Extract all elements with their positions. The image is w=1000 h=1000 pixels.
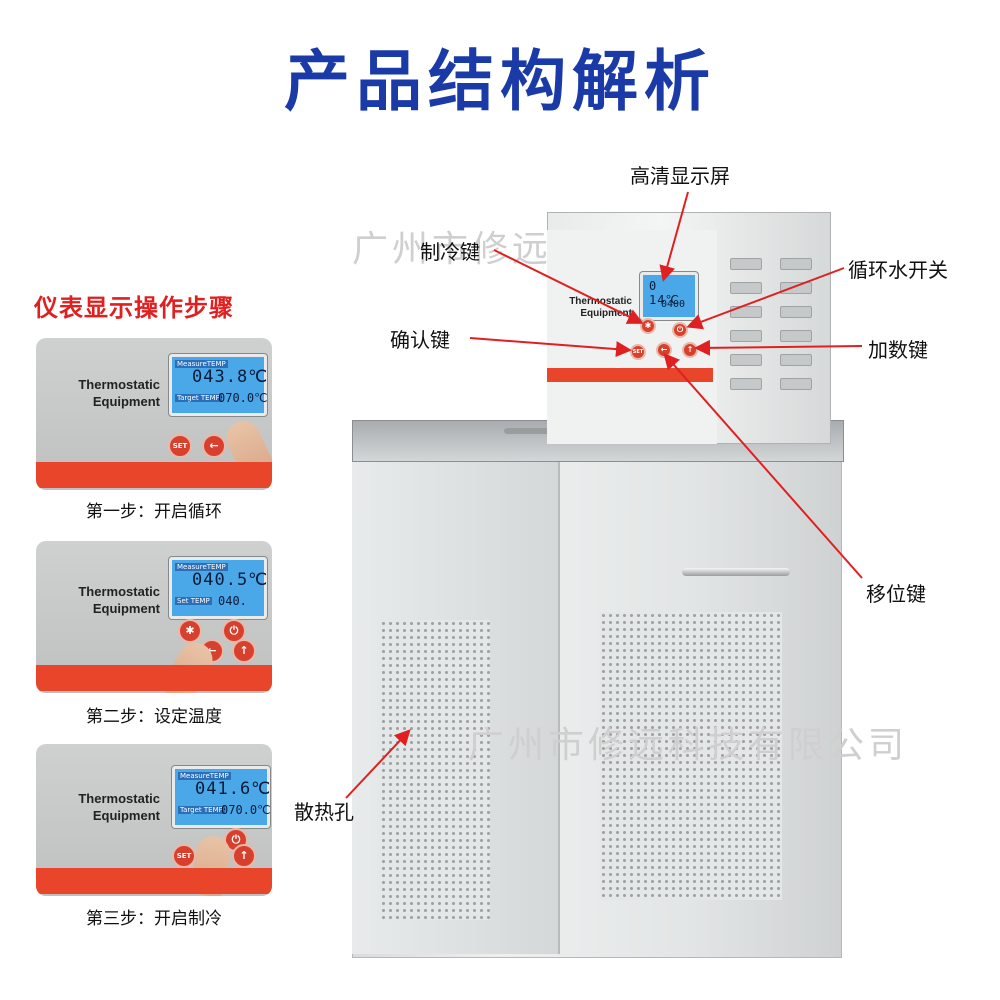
panel-brand: Thermostatic Equipment bbox=[78, 584, 160, 616]
machine-display-target: 0400 bbox=[661, 299, 686, 310]
target-label: Target TEMP bbox=[178, 806, 225, 814]
head-vent bbox=[780, 330, 812, 342]
machine-display-value: 0 14℃ bbox=[649, 279, 680, 307]
panel-lcd: MeasureTEMP 040.5℃ Set TEMP 040. bbox=[169, 557, 267, 619]
steps-heading: 仪表显示操作步骤 bbox=[34, 294, 234, 322]
control-face bbox=[547, 230, 717, 444]
callout-vents: 散热孔 bbox=[294, 800, 354, 824]
watermark-bottom: 广州市修远科技有限公司 bbox=[468, 725, 909, 766]
target-value: 070.0℃ bbox=[218, 391, 268, 405]
left-arrow-button[interactable]: ← bbox=[202, 434, 226, 458]
head-vent bbox=[730, 378, 762, 390]
step-caption-3: 第三步：开启制冷 bbox=[86, 909, 222, 929]
panel-stripe bbox=[36, 462, 272, 488]
target-label: Set TEMP bbox=[175, 597, 212, 605]
step-caption-2: 第二步：设定温度 bbox=[86, 707, 222, 727]
head-vent bbox=[780, 282, 812, 294]
target-value: 040. bbox=[218, 594, 247, 608]
head-vent bbox=[730, 258, 762, 270]
front-handle bbox=[682, 568, 790, 576]
step-panel-3: Thermostatic Equipment MeasureTEMP 041.6… bbox=[36, 744, 272, 896]
head-vent bbox=[730, 282, 762, 294]
arrow-display bbox=[659, 191, 689, 282]
panel-stripe bbox=[36, 868, 272, 894]
page-title: 产品结构解析 bbox=[284, 43, 716, 120]
measure-value: 043.8℃ bbox=[192, 367, 269, 387]
head-vent bbox=[780, 306, 812, 318]
up-arrow-button[interactable]: ↑ bbox=[232, 844, 256, 868]
callout-circulation-switch: 循环水开关 bbox=[848, 258, 948, 282]
panel-brand: Thermostatic Equipment bbox=[78, 377, 160, 409]
arrow-circulation-switch bbox=[686, 267, 845, 330]
circulation-switch-button[interactable]: ⏻ bbox=[672, 322, 688, 338]
measure-label: MeasureTEMP bbox=[175, 563, 228, 571]
set-button[interactable]: SET bbox=[168, 434, 192, 458]
head-vent bbox=[730, 330, 762, 342]
panel-lcd: MeasureTEMP 041.6℃ Target TEMP 070.0℃ bbox=[172, 766, 272, 828]
lid-handle bbox=[504, 428, 586, 434]
side-vent-grille bbox=[380, 620, 490, 920]
arrow-vents bbox=[345, 729, 411, 799]
head-vent bbox=[780, 378, 812, 390]
callout-display: 高清显示屏 bbox=[630, 164, 730, 188]
arrow-increment-key bbox=[694, 339, 863, 356]
callout-confirm-key: 确认键 bbox=[390, 328, 450, 352]
front-vent-grille bbox=[600, 612, 782, 900]
arrow-confirm-key bbox=[469, 337, 632, 358]
panel-lcd: MeasureTEMP 043.8℃ Target TEMP 070.0℃ bbox=[169, 354, 269, 416]
head-vent bbox=[730, 306, 762, 318]
measure-label: MeasureTEMP bbox=[175, 360, 228, 368]
callout-shift-key: 移位键 bbox=[866, 582, 926, 606]
step-panel-2: Thermostatic Equipment MeasureTEMP 040.5… bbox=[36, 541, 272, 693]
up-arrow-button[interactable]: ↑ bbox=[232, 639, 256, 663]
head-vent bbox=[780, 258, 812, 270]
head-vent bbox=[780, 354, 812, 366]
arrow-cooling-key bbox=[493, 249, 644, 324]
step-panel-1: Thermostatic Equipment MeasureTEMP 043.8… bbox=[36, 338, 272, 490]
callout-increment-key: 加数键 bbox=[868, 338, 928, 362]
measure-label: MeasureTEMP bbox=[178, 772, 231, 780]
target-label: Target TEMP bbox=[175, 394, 222, 402]
target-value: 070.0℃ bbox=[221, 803, 271, 817]
callout-cooling-key: 制冷键 bbox=[420, 240, 480, 264]
cooling-key-button[interactable]: ✱ bbox=[640, 318, 656, 334]
measure-value: 041.6℃ bbox=[195, 779, 272, 799]
arrow-shift-key bbox=[663, 353, 863, 579]
measure-value: 040.5℃ bbox=[192, 570, 269, 590]
head-vent bbox=[730, 354, 762, 366]
step-caption-1: 第一步：开启循环 bbox=[86, 502, 222, 522]
control-stripe bbox=[547, 368, 713, 382]
panel-brand: Thermostatic Equipment bbox=[78, 791, 160, 823]
panel-stripe bbox=[36, 665, 272, 691]
